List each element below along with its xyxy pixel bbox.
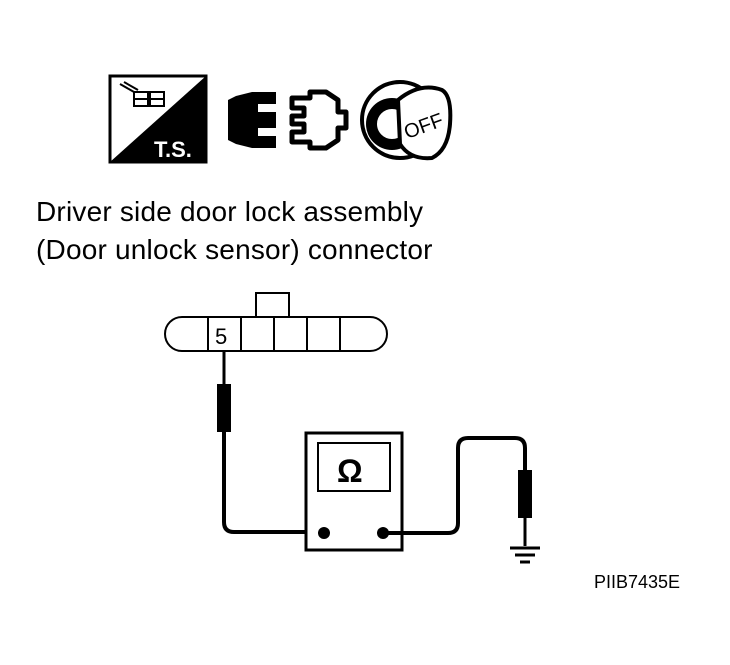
probe-lead-terminal <box>217 351 320 534</box>
connector-body: 5 <box>164 292 388 352</box>
meter-terminal-left <box>318 527 330 539</box>
ground-icon <box>510 546 540 564</box>
connector-title-line-1: Driver side door lock assembly <box>36 196 424 227</box>
ohm-symbol: Ω <box>337 453 363 489</box>
ohmmeter: Ω <box>304 431 404 552</box>
disconnect-connector-icon <box>228 89 349 151</box>
figure-code: PIIB7435E <box>594 572 681 592</box>
connector-title-line-2: (Door unlock sensor) connector <box>36 234 433 265</box>
terminal-number: 5 <box>215 324 227 349</box>
probe-lead-ground <box>383 436 532 546</box>
ignition-key-off-icon: OFF <box>360 80 453 161</box>
tester-symbol-icon: T.S. <box>108 74 208 164</box>
tester-symbol-label: T.S. <box>154 137 192 162</box>
